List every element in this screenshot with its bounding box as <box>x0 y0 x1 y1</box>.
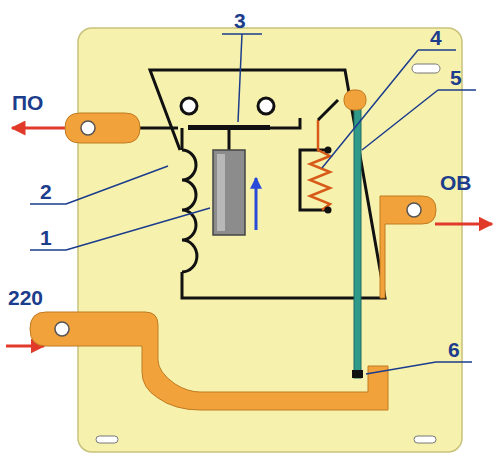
terminal <box>380 196 436 298</box>
terminal-label: ПО <box>12 92 43 113</box>
slot <box>412 64 440 73</box>
relay-housing <box>78 28 462 452</box>
slot <box>96 436 118 443</box>
dot <box>325 147 332 154</box>
callout-number: 2 <box>40 181 52 202</box>
callout-number: 4 <box>430 27 442 48</box>
leader-lines <box>30 34 476 374</box>
output-arrow <box>12 127 66 130</box>
contact <box>181 98 197 114</box>
callout-number: 5 <box>450 67 462 88</box>
terminal-hole <box>81 121 95 135</box>
motion-arrow <box>255 178 258 230</box>
slot <box>414 436 436 443</box>
output-arrow <box>435 223 492 226</box>
terminal-label: 220 <box>8 287 43 308</box>
plunger <box>213 150 245 235</box>
latch <box>352 370 363 378</box>
coil <box>182 150 197 272</box>
terminal-label: ОВ <box>440 172 472 193</box>
contact-arm <box>318 100 338 120</box>
contact <box>258 98 274 114</box>
contact-bridge <box>188 125 270 130</box>
callout-number: 3 <box>234 10 246 31</box>
terminal <box>30 312 388 410</box>
terminal-hole <box>407 203 421 217</box>
callout-number: 6 <box>448 339 460 360</box>
wiring <box>140 70 385 298</box>
spring <box>310 120 330 210</box>
dot <box>325 207 332 214</box>
plunger-stem <box>228 130 231 150</box>
terminal-hole <box>55 322 69 336</box>
rod <box>354 100 361 378</box>
plunger-shine <box>217 154 225 231</box>
terminal <box>65 113 140 143</box>
callout-number: 1 <box>40 227 52 248</box>
rod-head <box>344 90 366 110</box>
